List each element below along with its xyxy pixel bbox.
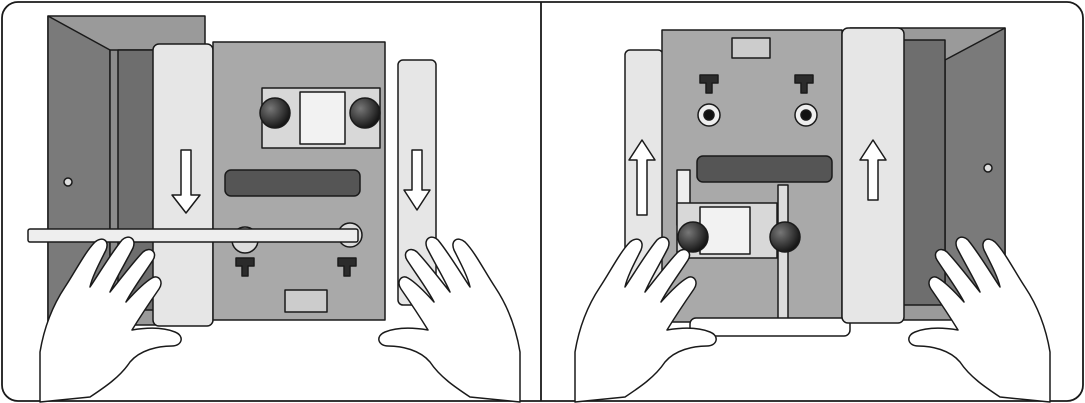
knob-icon: [677, 221, 709, 253]
arrow-down-icon: [171, 149, 201, 214]
switch-icon: [731, 37, 771, 59]
arrow-down-icon: [403, 149, 431, 211]
knob-icon: [769, 221, 801, 253]
switch-icon: [284, 289, 328, 313]
knob-icon: [259, 97, 291, 129]
guide-rod: [27, 228, 359, 243]
arrow-up-icon: [628, 139, 656, 216]
right-panel: [574, 27, 1051, 403]
knob-icon: [349, 97, 381, 129]
left-panel: [27, 15, 521, 403]
arrow-up-icon: [859, 139, 887, 201]
